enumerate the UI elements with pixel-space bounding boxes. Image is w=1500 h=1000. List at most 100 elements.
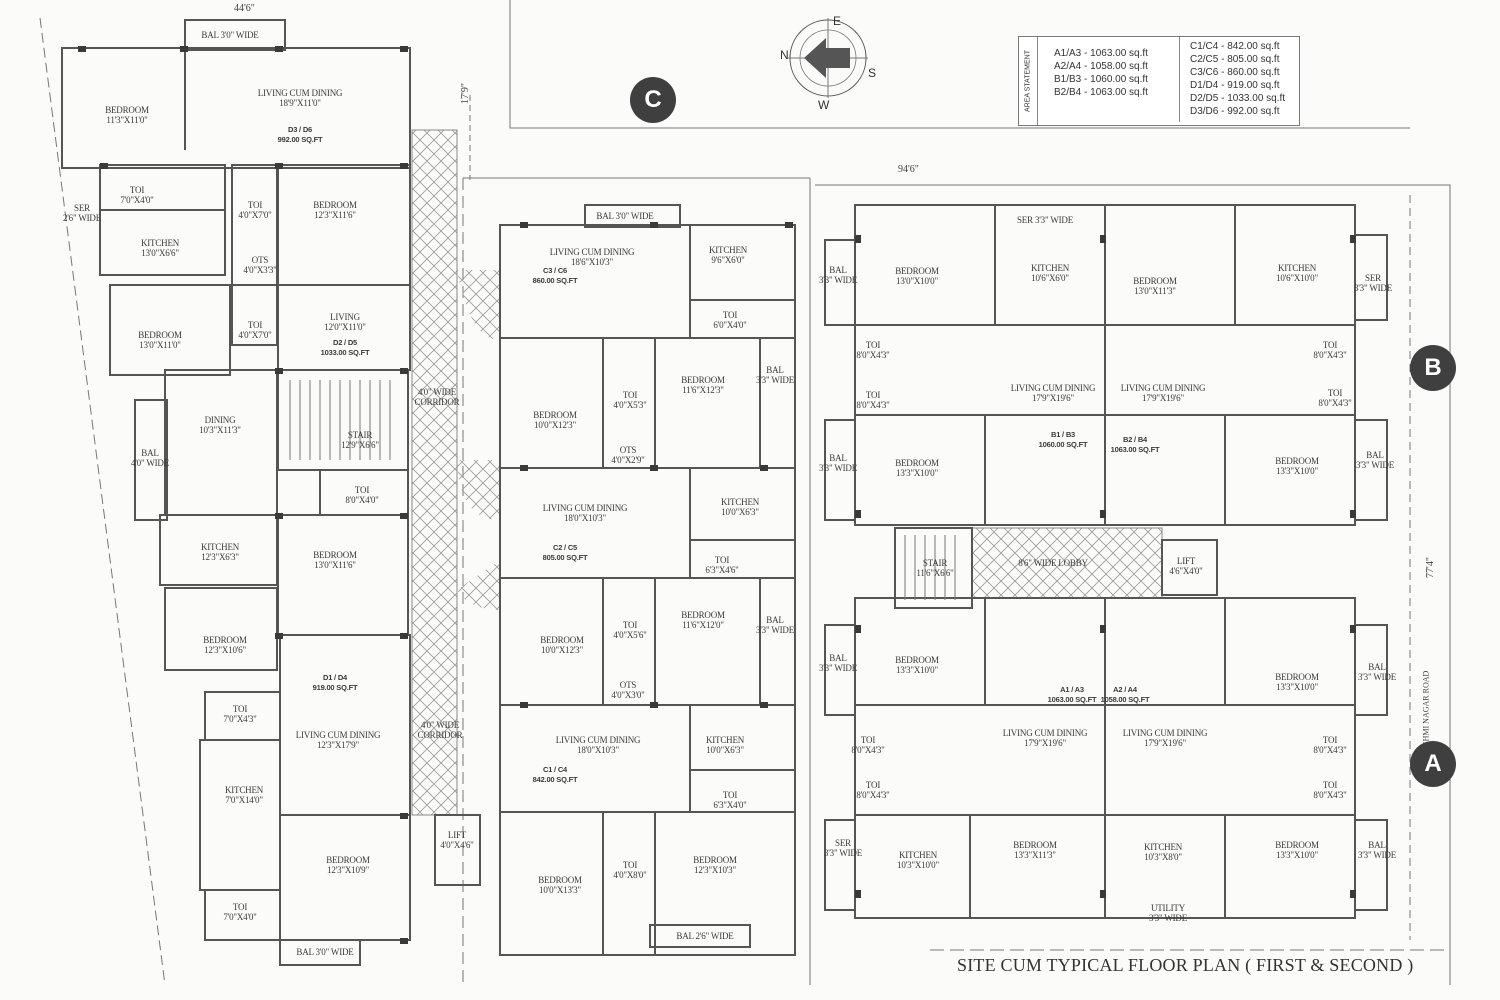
room-dimensions: 10'0"X6'3" xyxy=(706,745,744,755)
marker-c: C xyxy=(630,77,676,123)
room-dimensions: 3'3" WIDE xyxy=(1355,460,1395,470)
room-name: KITCHEN xyxy=(705,735,745,745)
room-name: BAL 2'6" WIDE xyxy=(676,931,734,941)
room-dimensions: 8'0"X4'3" xyxy=(856,790,890,800)
room-dimensions: 10'3"X8'0" xyxy=(1144,852,1182,862)
room-name: BEDROOM xyxy=(1275,672,1319,682)
area-row: C1/C4 - 842.00 sq.ft xyxy=(1190,41,1280,52)
room-name: BAL xyxy=(829,453,847,463)
room-name: SER 3'3" WIDE xyxy=(1016,215,1074,225)
room-dimensions: 13'0"X10'0" xyxy=(896,276,938,286)
room-dimensions: 3'3" WIDE xyxy=(755,375,795,385)
room-name: BEDROOM xyxy=(895,655,939,665)
columns xyxy=(78,46,1356,944)
room-name: BAL xyxy=(766,615,784,625)
room-name: TOI xyxy=(865,390,881,400)
room-dimensions: 13'3"X10'0" xyxy=(896,468,938,478)
room-dimensions: 12'3"X11'6" xyxy=(314,210,356,220)
room-dimensions: 8'0"X4'3" xyxy=(851,745,885,755)
room-name: LIFT xyxy=(1176,556,1196,566)
room-name: TOI xyxy=(622,860,638,870)
room-name: TOI xyxy=(714,555,730,565)
area-statement-table: AREA STATEMENT A1/A3 - 1063.00 sq.ft A2/… xyxy=(1018,36,1300,126)
room-name: LIFT xyxy=(447,830,467,840)
unit-area: 1063.00 SQ.FT xyxy=(1047,695,1097,704)
room-dimensions: 8'0"X4'3" xyxy=(1313,350,1347,360)
room-dimensions: 6'3"X4'0" xyxy=(713,800,747,810)
unit-area: 805.00 SQ.FT xyxy=(542,553,588,562)
room-name: BEDROOM xyxy=(313,200,357,210)
room-dimensions: 8'0"X4'3" xyxy=(856,400,890,410)
area-row: B2/B4 - 1063.00 sq.ft xyxy=(1054,87,1148,98)
room-name: D1 / D4 xyxy=(322,673,348,682)
area-row: D1/D4 - 919.00 sq.ft xyxy=(1190,80,1280,91)
room-dimensions: CORRIDOR xyxy=(414,397,460,407)
room-label-8-6-wide-lobby: 8'6" WIDE LOBBY xyxy=(1018,558,1088,568)
room-dimensions: 7'0"X4'3" xyxy=(223,714,257,724)
dimension-right-depth: 77'4" xyxy=(1424,557,1436,578)
room-dimensions: CORRIDOR xyxy=(417,730,463,740)
room-name: STAIR xyxy=(922,558,948,568)
room-name: BEDROOM xyxy=(1275,456,1319,466)
room-dimensions: 4'0"X7'0" xyxy=(238,210,272,220)
room-name: BEDROOM xyxy=(1275,840,1319,850)
room-dimensions: 3'3" WIDE xyxy=(1148,913,1188,923)
room-name: BAL 3'0" WIDE xyxy=(201,30,259,40)
unit-area: 842.00 SQ.FT xyxy=(532,775,578,784)
room-dimensions: 4'0"X4'6" xyxy=(440,840,474,850)
room-name: TOI xyxy=(722,310,738,320)
dimension-left-gap: 17'9" xyxy=(459,83,471,104)
room-name: 4'0" WIDE xyxy=(420,720,460,730)
room-name: TOI xyxy=(1322,780,1338,790)
room-name: B1 / B3 xyxy=(1050,430,1076,439)
plan-title: SITE CUM TYPICAL FLOOR PLAN ( FIRST & SE… xyxy=(957,955,1414,975)
room-label-bal-3-0-wide: BAL 3'0" WIDE xyxy=(596,211,653,221)
room-name: BAL xyxy=(1366,450,1384,460)
room-name: OTS xyxy=(619,445,637,455)
room-name: TOI xyxy=(1327,388,1343,398)
room-dimensions: 4'0"X5'6" xyxy=(613,630,647,640)
room-dimensions: 4'0"X7'0" xyxy=(238,330,272,340)
room-dimensions: 13'0"X11'0" xyxy=(139,340,181,350)
room-dimensions: 8'0"X4'3" xyxy=(1313,790,1347,800)
room-dimensions: 4'0"X3'3" xyxy=(243,265,277,275)
area-statement-heading: AREA STATEMENT xyxy=(1024,50,1032,112)
room-name: UTILITY xyxy=(1150,903,1186,913)
room-name: BAL xyxy=(141,448,159,458)
room-name: TOI xyxy=(247,200,263,210)
room-dimensions: 11'6"X12'3" xyxy=(682,385,724,395)
north-compass: N E S W xyxy=(778,14,878,116)
dimension-top-left: 44'6" xyxy=(232,3,257,14)
room-name: LIVING CUM DINING xyxy=(555,735,641,745)
room-dimensions: 12'3"X10'3" xyxy=(694,865,736,875)
